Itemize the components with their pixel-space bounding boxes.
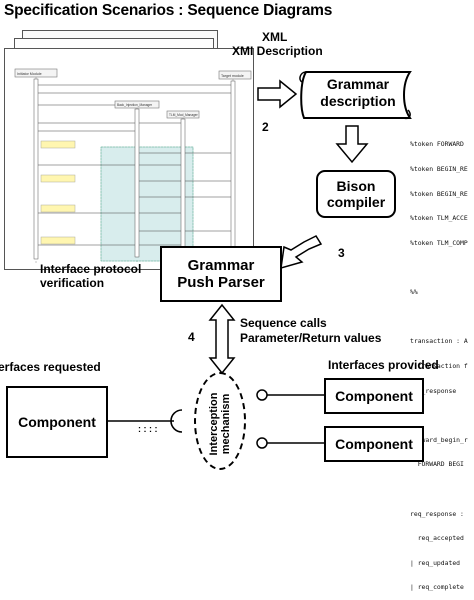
step-3-label: 3 xyxy=(338,246,345,260)
xml-label: XML xyxy=(262,30,288,44)
sequence-diagram-drawing: Initiator Module Target module Back_Inje… xyxy=(14,68,252,264)
interface-verification-label: Interface protocol verification xyxy=(40,262,142,290)
xmi-description-label: XMI Description xyxy=(232,44,323,58)
interfaces-requested-label: erfaces requested xyxy=(0,360,101,374)
arrow-to-bison xyxy=(335,125,369,164)
code-line xyxy=(410,263,474,271)
code-line: %token TLM_COMP xyxy=(410,238,468,247)
component-left-box: Component xyxy=(6,386,108,458)
code-line: transaction : A xyxy=(410,337,468,346)
interception-mechanism-ellipse xyxy=(194,372,246,470)
lifeline-initiator: Initiator Module xyxy=(17,72,42,76)
code-line xyxy=(410,313,474,321)
step-4-label: 4 xyxy=(188,330,195,344)
participant-manager: Back_Injection_Manager xyxy=(117,103,153,107)
code-line: FORWARD BEGI xyxy=(410,460,464,469)
code-line: %token BEGIN_RE xyxy=(410,189,468,198)
component-left-label: Component xyxy=(18,413,96,430)
grammar-description-label: Grammar description xyxy=(320,76,396,109)
component-right-bottom-label: Component xyxy=(335,435,413,452)
code-line: | req_complete xyxy=(410,583,464,592)
interception-mechanism-label: Interception mechanism xyxy=(208,392,232,456)
code-line: | req_updated xyxy=(410,558,461,567)
interfaces-provided-label: Interfaces provided xyxy=(328,358,439,372)
grammar-push-parser-label: Grammar Push Parser xyxy=(177,256,265,291)
flow-arrows xyxy=(108,79,369,449)
bison-compiler-box: Bison compiler xyxy=(316,170,396,218)
component-right-top-label: Component xyxy=(335,387,413,404)
component-right-bottom-box: Component xyxy=(324,426,424,462)
code-line: %% xyxy=(410,288,418,297)
code-line: forward_begin_r xyxy=(410,435,468,444)
sequence-diagram: Initiator Module Target module Back_Inje… xyxy=(4,48,254,270)
code-line: %token FORWARD xyxy=(410,140,464,149)
arrow-parser-interception xyxy=(208,303,236,375)
code-line: req_accepted xyxy=(410,534,464,543)
code-line: req_response : xyxy=(410,509,464,518)
step-2-label: 2 xyxy=(262,120,269,134)
code-line xyxy=(410,485,474,493)
grammar-description-scroll xyxy=(299,71,412,120)
code-line: req_response xyxy=(410,386,457,395)
arrow-to-push-parser xyxy=(280,235,323,270)
lifeline-target: Target module xyxy=(221,74,244,78)
code-line: %token BEGIN_RE xyxy=(410,165,468,174)
connection-dots: : : : : xyxy=(138,424,158,434)
component-right-top-box: Component xyxy=(324,378,424,414)
code-line: | transaction f xyxy=(410,361,468,370)
grammar-push-parser-box: Grammar Push Parser xyxy=(160,246,282,302)
participant-manager-2: TLM_Mod_Manager xyxy=(169,113,199,117)
bison-compiler-label: Bison compiler xyxy=(326,177,386,210)
arrow-to-grammar-description xyxy=(257,79,298,109)
code-line: %token TLM_ACCE xyxy=(410,214,468,223)
sequence-calls-label: Sequence calls xyxy=(240,316,327,330)
page-title: r Specification Scenarios : Sequence Dia… xyxy=(0,2,333,19)
parameter-return-label: Parameter/Return values xyxy=(240,331,382,345)
